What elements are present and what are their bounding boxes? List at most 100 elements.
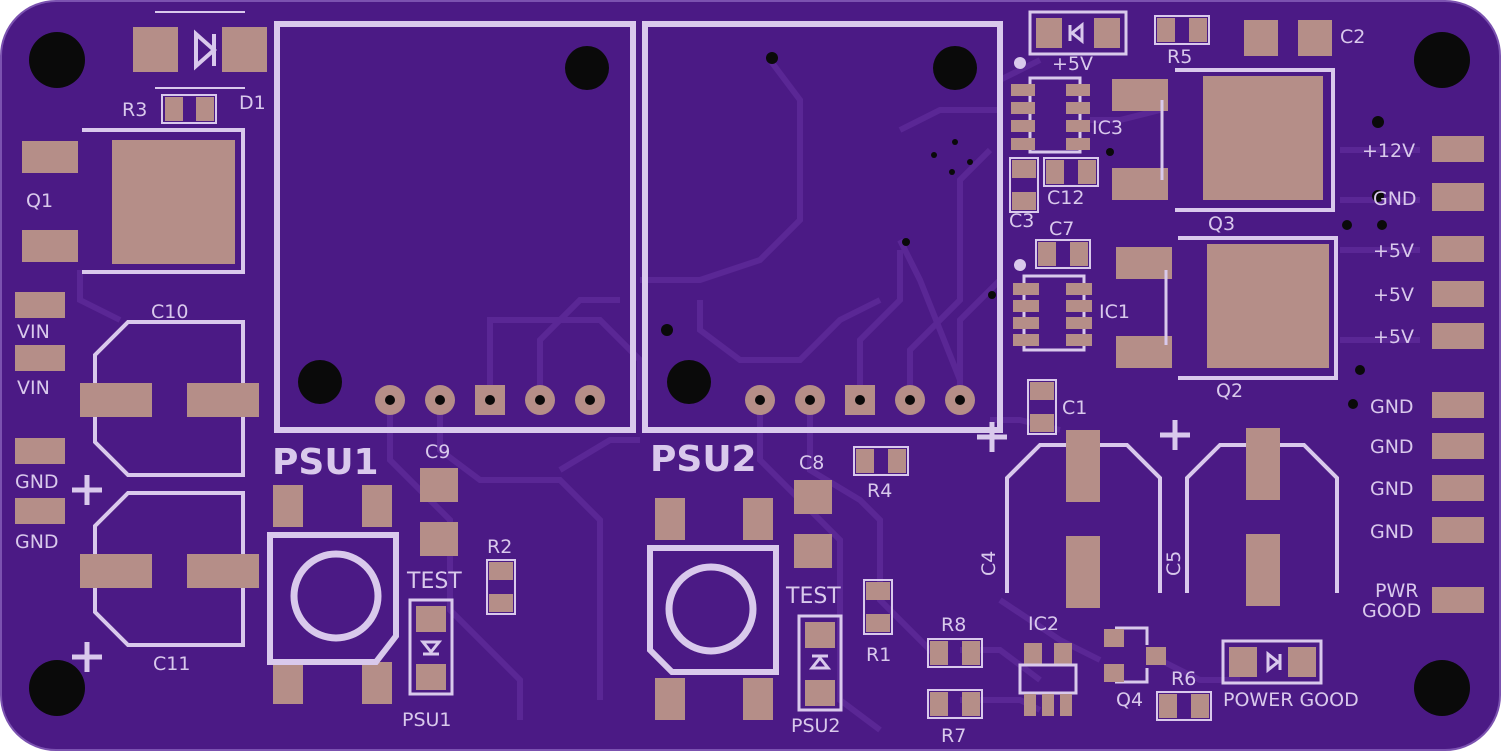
psu2-header <box>745 385 975 415</box>
label-c7: C7 <box>1049 218 1074 240</box>
label-vin-1: VIN <box>17 321 50 343</box>
silkscreen-labels: R3 D1 Q1 C10 VIN VIN GND GND C11 PSU1 PS… <box>15 26 1421 747</box>
label-r4: R4 <box>867 480 892 502</box>
label-c11: C11 <box>153 653 190 675</box>
label-c4: C4 <box>978 551 1000 576</box>
label-conn-5v-2: +5V <box>1373 284 1414 306</box>
label-vin-2: VIN <box>17 377 50 399</box>
label-c9: C9 <box>425 441 450 463</box>
label-good: GOOD <box>1362 600 1421 622</box>
diode-d1 <box>133 11 267 89</box>
psu2-hole-a <box>933 46 977 90</box>
capacitor-c5 <box>1160 420 1339 606</box>
test-switch-2 <box>647 498 779 720</box>
capacitor-c12 <box>1043 157 1099 187</box>
resistor-r1 <box>863 579 893 635</box>
label-conn-gnd-4: GND <box>1370 478 1414 500</box>
led-5v <box>1028 10 1128 56</box>
led-psu1 <box>408 598 454 696</box>
resistor-r4 <box>853 446 909 476</box>
psu1-header <box>375 385 605 415</box>
label-conn-5v-1: +5V <box>1373 240 1414 262</box>
label-r8: R8 <box>941 614 966 636</box>
psu1-hole-a <box>565 46 609 90</box>
label-r2: R2 <box>487 536 512 558</box>
psu-modules <box>274 21 1003 433</box>
capacitor-c11 <box>72 491 259 672</box>
resistor-r5 <box>1154 15 1210 45</box>
led-power-good <box>1221 639 1323 685</box>
label-q3: Q3 <box>1208 213 1235 235</box>
label-test-1: TEST <box>406 569 462 594</box>
label-c8: C8 <box>799 452 824 474</box>
capacitor-c10 <box>72 320 259 505</box>
capacitor-c4 <box>977 422 1162 608</box>
label-pwr: PWR <box>1375 580 1418 602</box>
label-c3: C3 <box>1009 210 1034 232</box>
label-conn-5v-3: +5V <box>1373 326 1414 348</box>
resistor-r6 <box>1156 691 1212 721</box>
transistor-q1 <box>22 128 245 274</box>
label-c1: C1 <box>1062 397 1087 419</box>
resistor-r8 <box>927 638 983 668</box>
capacitor-c7 <box>1035 239 1091 269</box>
ic2 <box>1018 643 1078 716</box>
label-gnd-left-2: GND <box>15 531 59 553</box>
ic1 <box>1013 259 1092 352</box>
label-power-good: POWER GOOD <box>1223 689 1359 711</box>
label-ic3: IC3 <box>1092 117 1123 139</box>
label-c10: C10 <box>151 301 188 323</box>
label-conn-gnd-1: GND <box>1373 188 1417 210</box>
label-r1: R1 <box>866 644 891 666</box>
transistor-q4 <box>1104 626 1166 684</box>
label-q2: Q2 <box>1216 380 1243 402</box>
mounting-holes <box>29 32 1470 716</box>
capacitor-c9 <box>420 468 458 556</box>
mount-hole-br <box>1414 660 1470 716</box>
psu1-hole-b <box>298 360 342 404</box>
test-switch-1 <box>267 485 399 704</box>
label-d1: D1 <box>239 92 266 114</box>
label-q4: Q4 <box>1116 689 1143 711</box>
label-c5: C5 <box>1163 551 1185 576</box>
mount-hole-tr <box>1414 32 1470 88</box>
mount-hole-tl <box>29 32 85 88</box>
label-psu2-led: PSU2 <box>791 715 841 737</box>
right-edge-pads <box>1432 136 1484 613</box>
psu1-outline <box>274 21 636 433</box>
label-conn-12v: +12V <box>1362 140 1415 162</box>
capacitor-c1 <box>1027 379 1057 435</box>
label-r6: R6 <box>1171 668 1196 690</box>
label-psu1: PSU1 <box>272 442 379 483</box>
mount-hole-bl <box>29 660 85 716</box>
capacitor-c8 <box>794 480 832 568</box>
label-r5: R5 <box>1167 46 1192 68</box>
label-5v-top: +5V <box>1052 53 1093 75</box>
led-psu2 <box>797 614 843 712</box>
transistor-q3 <box>1112 68 1335 212</box>
label-conn-gnd-3: GND <box>1370 436 1414 458</box>
label-r7: R7 <box>941 725 966 747</box>
label-ic1: IC1 <box>1099 301 1130 323</box>
label-q1: Q1 <box>26 190 53 212</box>
ic3 <box>1011 57 1090 154</box>
label-psu1-led: PSU1 <box>402 709 452 731</box>
transistor-q2 <box>1116 236 1338 380</box>
resistor-r3 <box>161 94 217 124</box>
resistor-r2 <box>486 559 516 615</box>
label-conn-gnd-5: GND <box>1370 521 1414 543</box>
label-psu2: PSU2 <box>650 439 757 480</box>
label-c12: C12 <box>1047 187 1084 209</box>
psu2-hole-b <box>667 360 711 404</box>
label-c2: C2 <box>1340 26 1365 48</box>
left-edge-pads <box>15 292 65 524</box>
capacitor-c2 <box>1244 20 1332 56</box>
label-r3: R3 <box>122 99 147 121</box>
resistor-r7 <box>927 689 983 719</box>
label-conn-gnd-2: GND <box>1370 396 1414 418</box>
label-gnd-left-1: GND <box>15 471 59 493</box>
capacitor-c3 <box>1009 157 1039 213</box>
psu2-outline <box>642 21 1003 433</box>
label-test-2: TEST <box>785 584 841 609</box>
